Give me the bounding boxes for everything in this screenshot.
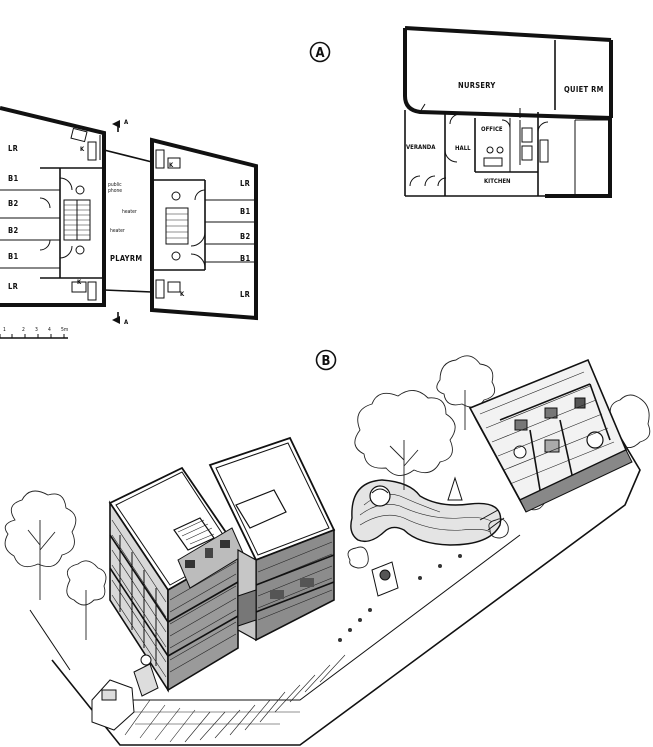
svg-text:A: A — [315, 46, 324, 61]
right-block-walls — [150, 137, 258, 321]
label-phone: phone — [108, 188, 122, 194]
room-lr-left-bottom: LR — [8, 282, 19, 291]
svg-text:A: A — [124, 319, 129, 326]
left-block-walls — [0, 106, 106, 307]
label-public: public — [108, 182, 122, 188]
room-nursery: NURSERY — [458, 81, 496, 90]
room-veranda: VERANDA — [406, 144, 436, 151]
svg-text:2: 2 — [22, 327, 25, 333]
connecting-corridor — [103, 149, 153, 293]
parked-car — [91, 679, 135, 731]
kiosk — [133, 654, 159, 697]
section-mark-top: A — [112, 119, 129, 132]
svg-text:B: B — [322, 354, 331, 369]
room-playrm: PLAYRM — [110, 254, 142, 263]
figure-marker-a: A — [309, 41, 331, 63]
tree-center-large — [354, 390, 456, 490]
room-k-right-bottom: K — [180, 291, 185, 298]
room-k-right-top: K — [169, 162, 174, 169]
tree-left-large — [4, 490, 77, 600]
svg-text:A: A — [124, 119, 129, 126]
figure-marker-b: B — [315, 349, 337, 371]
svg-text:4: 4 — [48, 327, 51, 333]
room-k-left-bottom: K — [77, 279, 82, 286]
room-lr-right-top: LR — [240, 179, 251, 188]
room-b1-left-bottom: B1 — [8, 252, 18, 261]
floor-plan-apartments: LR B1 B2 B2 B1 LR K K public phone heate… — [0, 106, 258, 339]
room-b1-right-bottom: B1 — [240, 254, 250, 263]
room-b2-left-top: B2 — [8, 199, 18, 208]
paving-hatch — [124, 654, 346, 743]
room-b1-left-top: B1 — [8, 174, 18, 183]
sand-pit-playground — [350, 476, 502, 546]
room-quiet-rm: QUIET RM — [564, 85, 604, 94]
label-heater-lower: heater — [110, 228, 125, 234]
svg-text:1: 1 — [3, 327, 6, 333]
room-hall: HALL — [455, 145, 471, 152]
axonometric-site-view — [4, 355, 651, 746]
room-k-left-top: K — [80, 146, 85, 153]
tree-left-small — [66, 560, 107, 640]
play-equipment — [371, 509, 505, 597]
room-office: OFFICE — [481, 126, 503, 133]
tree-center-small — [436, 355, 496, 430]
room-kitchen: KITCHEN — [484, 178, 511, 185]
apartment-building-right — [208, 436, 336, 642]
label-heater-upper: heater — [122, 209, 137, 215]
room-b2-left-bottom: B2 — [8, 226, 18, 235]
svg-text:5m: 5m — [61, 327, 68, 333]
nursery-building-axonometric — [468, 358, 633, 513]
floor-plan-nursery: NURSERY QUIET RM OFFICE VERANDA HALL KIT… — [403, 26, 613, 198]
section-mark-bottom: A — [112, 312, 129, 326]
room-lr-right-bottom: LR — [240, 290, 251, 299]
scale-bar: 1 2 3 4 5m — [0, 327, 68, 339]
svg-text:3: 3 — [35, 327, 38, 333]
apartment-building-left — [108, 466, 245, 693]
room-lr-left-top: LR — [8, 144, 19, 153]
path-dots — [338, 554, 462, 642]
room-b2-right: B2 — [240, 232, 250, 241]
room-b1-right-top: B1 — [240, 207, 250, 216]
